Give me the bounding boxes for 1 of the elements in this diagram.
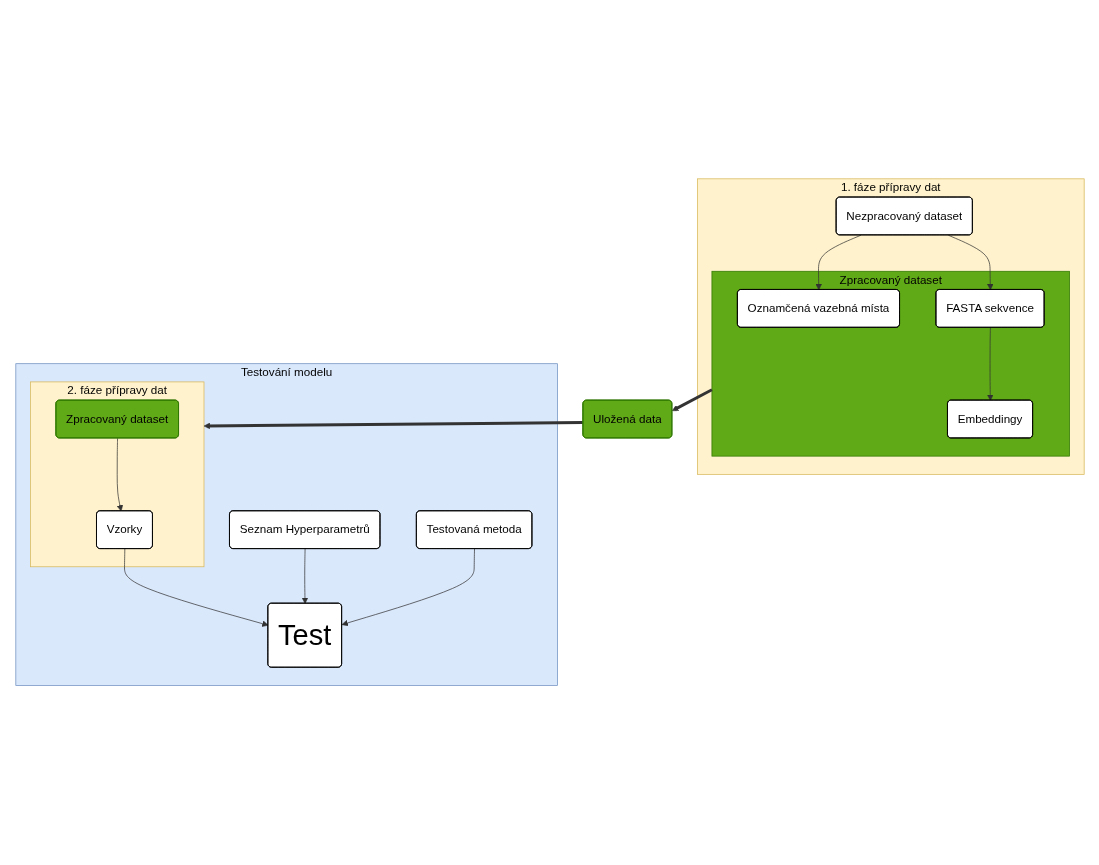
arrow xyxy=(203,421,583,430)
